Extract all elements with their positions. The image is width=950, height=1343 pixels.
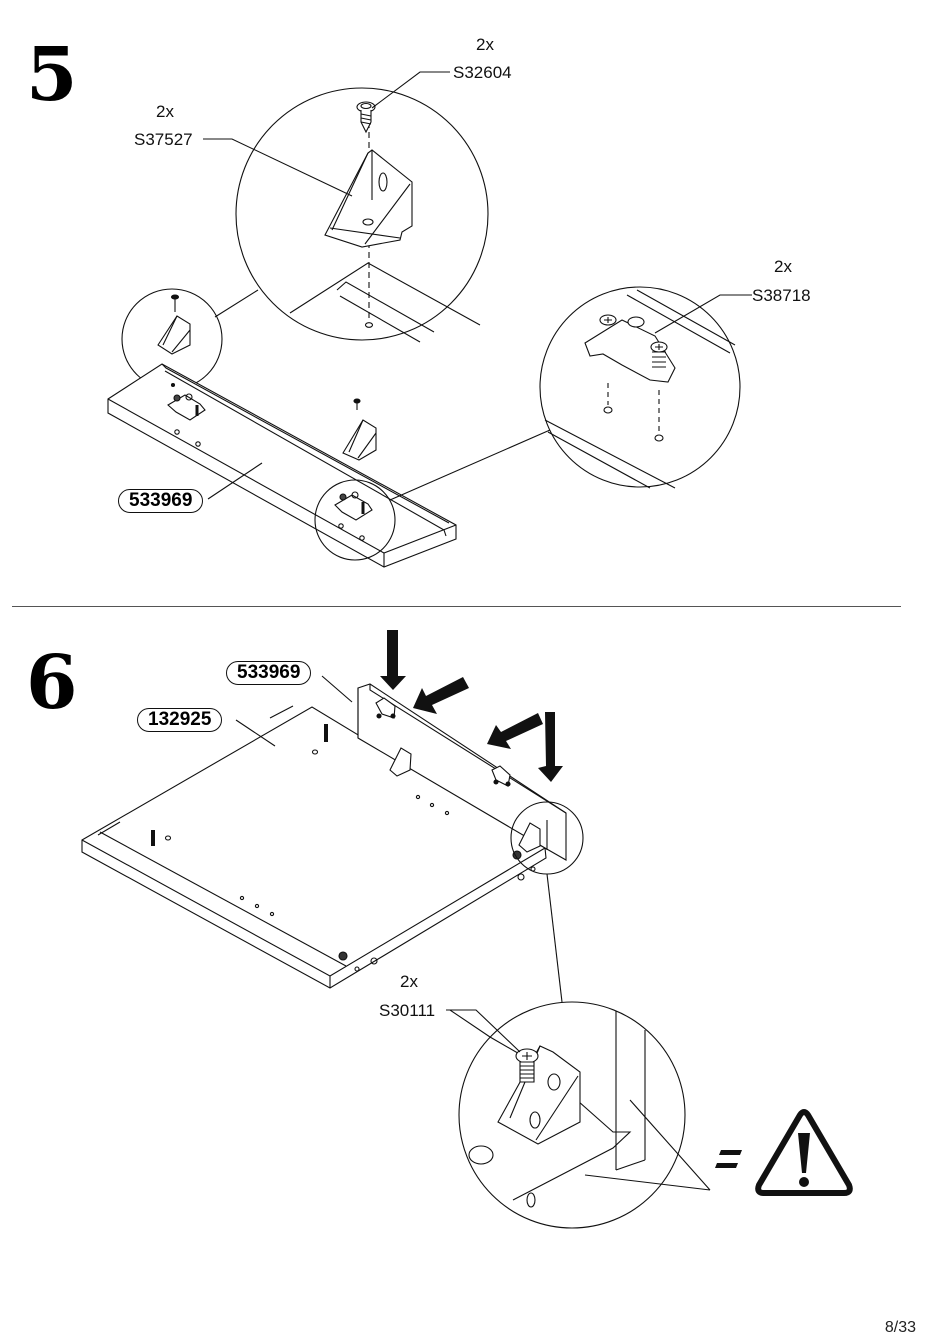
corner-bracket-icon	[342, 398, 377, 461]
arrow-down-icon	[380, 630, 563, 782]
part-label: 533969	[118, 489, 204, 513]
corner-bracket-icon	[324, 149, 413, 248]
hinge-plate-icon	[375, 697, 396, 719]
panel-132925	[81, 705, 547, 989]
callout-quantity: 2x	[400, 972, 418, 991]
screw-icon	[515, 1048, 539, 1083]
warning-equals-group	[715, 1109, 853, 1196]
screw-icon	[356, 101, 376, 134]
equals-icon	[715, 1150, 742, 1168]
callout-quantity: 2x	[476, 35, 494, 54]
step-number-6: 6	[26, 640, 77, 726]
callout-part-code: S32604	[453, 63, 512, 82]
hinge-plate-icon	[167, 393, 206, 421]
step-divider	[12, 606, 901, 607]
corner-bracket-icon	[389, 747, 412, 777]
callout-part-code: S38718	[752, 286, 811, 305]
callout-part-code: S30111	[379, 1001, 436, 1020]
step-number-5: 5	[26, 32, 77, 118]
callout-quantity: 2x	[774, 257, 792, 276]
callout-quantity: 2x	[156, 102, 174, 121]
zoom-circle-bracket	[235, 87, 489, 341]
callout-part-code: S37527	[134, 130, 193, 149]
part-label: 533969	[226, 661, 312, 685]
hinge-plate-icon	[584, 314, 676, 383]
hinge-plate-icon	[491, 765, 511, 787]
arrow-left-icon	[413, 677, 543, 749]
page-number: 8/33	[884, 1319, 916, 1336]
part-label: 132925	[137, 708, 223, 732]
zoom-circle-hinge	[539, 286, 741, 488]
zoom-circle-bracket-bottom	[458, 1001, 686, 1229]
warning-triangle-icon	[755, 1109, 853, 1196]
board-533969	[107, 363, 457, 568]
hinge-plate-icon	[334, 491, 373, 521]
corner-bracket-icon	[497, 1045, 581, 1145]
zoom-circle-hinge-small	[314, 479, 396, 561]
corner-bracket-icon	[518, 822, 541, 853]
